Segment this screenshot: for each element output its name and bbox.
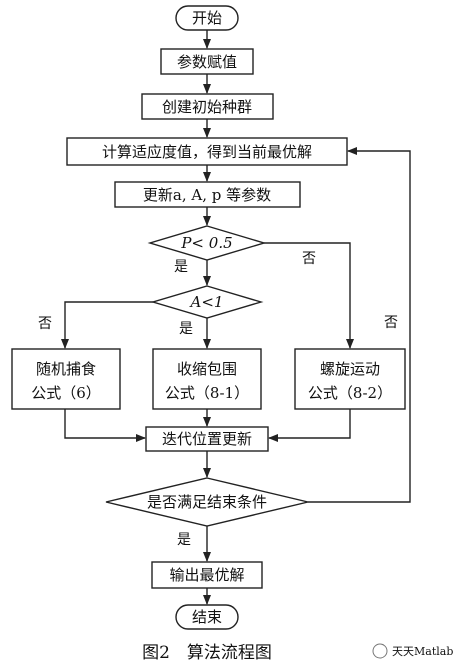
decision-p-label: P< 0.5 — [180, 234, 232, 252]
cond-p-no-label: 否 — [302, 251, 316, 267]
random-search-box — [11, 348, 121, 410]
random-search-line2: 公式（6） — [31, 384, 101, 402]
start-label: 开始 — [192, 9, 222, 27]
compute-fitness-label: 计算适应度值，得到当前最优解 — [102, 143, 312, 161]
shrink-encircle-line1: 收缩包围 — [177, 360, 237, 378]
assign-params-label: 参数赋值 — [177, 53, 237, 71]
spiral-motion-line1: 螺旋运动 — [320, 360, 380, 378]
shrink-encircle-line2: 公式（8-1） — [165, 384, 249, 402]
random-search-line1: 随机捕食 — [36, 360, 96, 378]
check-yes-label: 是 — [177, 532, 191, 548]
output-best-label: 输出最优解 — [169, 566, 244, 584]
arrow-cond-p-no — [264, 242, 354, 349]
cond-p-yes-label: 是 — [174, 259, 188, 275]
spiral-motion-line2: 公式（8-2） — [308, 384, 392, 402]
watermark-icon — [372, 643, 388, 659]
figure-caption: 图2 算法流程图 — [142, 643, 272, 663]
arrow-spiral-to-iterate — [268, 409, 351, 442]
spiral-motion-box — [294, 348, 406, 410]
arrow-loop-back-no — [308, 147, 411, 503]
shrink-encircle-box — [152, 348, 262, 410]
iterate-update-box — [145, 426, 269, 452]
iterate-update-label: 迭代位置更新 — [162, 430, 252, 448]
end-label: 结束 — [192, 608, 222, 626]
decision-a-label: A<1 — [189, 293, 224, 311]
watermark-text: 天天Matlab — [392, 645, 453, 658]
decision-end-label: 是否满足结束条件 — [147, 493, 267, 511]
output-best-box — [151, 561, 263, 589]
end-terminal — [175, 604, 239, 630]
assign-params-box — [160, 48, 254, 75]
cond-a-no-label: 否 — [38, 316, 52, 332]
loop-no-label: 否 — [384, 315, 398, 331]
init-population-label: 创建初始种群 — [162, 98, 252, 116]
arrow-random-to-iterate — [64, 409, 146, 442]
update-params-label: 更新a, A, p 等参数 — [143, 186, 271, 204]
cond-a-yes-label: 是 — [179, 321, 193, 337]
arrow-cond-a-no — [61, 301, 153, 349]
